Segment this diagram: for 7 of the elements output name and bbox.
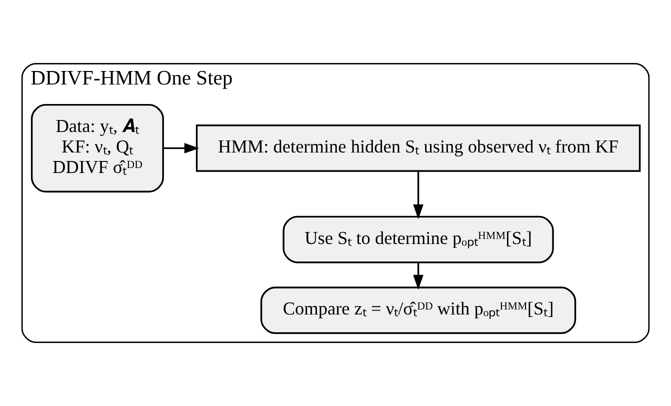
- arrow: [163, 143, 200, 154]
- arrow: [413, 262, 424, 290]
- node-box: Data: yₜ, 𝑨ₜ KF: νₜ, Qₜ DDIVF σ̂ₜᴰᴰ: [30, 104, 164, 192]
- node-box: HMM: determine hidden Sₜ using observed νₜ from KF: [196, 124, 641, 172]
- node-box: Use Sₜ to determine pₒₚₜᴴᴹᴹ[Sₜ]: [282, 216, 554, 264]
- arrow: [413, 171, 424, 220]
- node-box: Compare zₜ = νₜ/σ̂ₜᴰᴰ with pₒₚₜᴴᴹᴹ[Sₜ]: [260, 286, 576, 334]
